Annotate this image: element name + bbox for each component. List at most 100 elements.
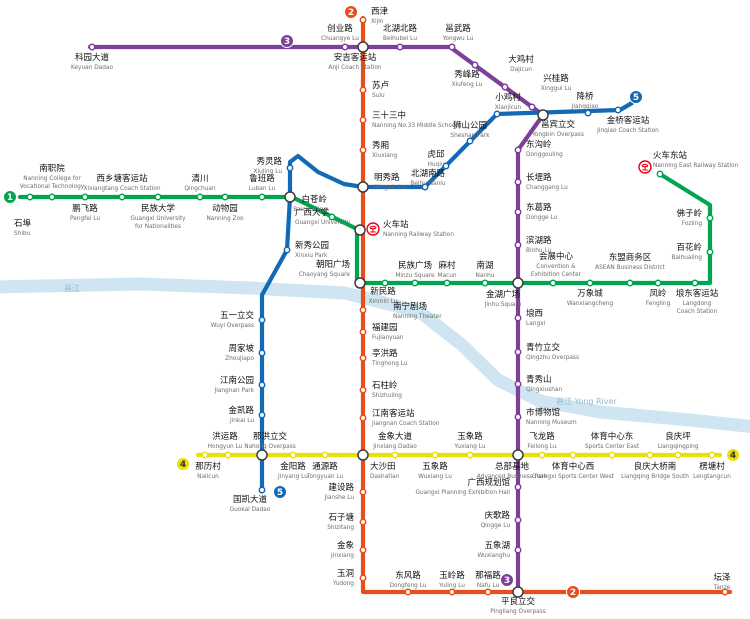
station-dot [359,546,367,554]
station-label-en: Chaoyang Square [299,272,351,278]
station-label-zh: 万象城 [577,288,603,299]
station-dot [608,451,616,459]
station-label-en: Guangxi University [130,216,186,222]
station-label-zh: 白苍岭 [301,194,327,205]
station-label-zh: 金凯路 [228,405,254,416]
station-label-zh: 大沙田 [370,461,396,472]
station-label-zh: 五一立交 [220,310,255,321]
svg-text:5: 5 [633,93,639,103]
station-label-zh: 玉洞 [337,568,354,579]
station-label-zh: 石柱岭 [372,380,398,391]
station-label-zh: 科园大道 [75,52,110,63]
station-dot [569,451,577,459]
station-label-zh: 滨湖路 [526,235,552,246]
station-dot [466,137,474,145]
station-label-en: Sheshan Park [450,133,490,139]
station-dot [258,381,266,389]
station-label-en: Chuangye Lu [321,36,359,42]
station-label-zh: 金桥客运站 [607,115,650,126]
station-label-zh: 江南公园 [220,375,254,386]
station-label-en: Keyuan Dadao [71,65,114,71]
station-label-zh: 秀灵路 [256,156,282,167]
station-label-en: Guangxi University [295,220,351,226]
yong-river [0,277,750,433]
station-label-zh: 亭洪路 [372,348,398,359]
station-dot [289,451,297,459]
station-label-en: Jiangqiao [571,104,599,110]
station-label-en: Yongwu Lu [442,36,474,42]
station-label-zh: 朝阳广场 [316,259,350,270]
station-label-en: Xiufeng Lu [452,82,483,88]
station-label-en: Nafu Lu [477,583,500,589]
station-dot [258,316,266,324]
station-label-zh: 那福路 [475,570,501,581]
station-dot [154,193,162,201]
station-dot [118,193,126,201]
station-label-zh: 西乡塘客运站 [96,173,148,184]
station-label-en: Jinyang Lu [277,474,308,480]
station-label-zh: 安吉客运站 [334,52,377,63]
station-label-zh: 凤岭 [649,288,667,299]
station-dot [501,83,509,91]
station-label-en: Tanze [713,585,731,591]
station-label-en: Yuxiang Lu [453,444,485,450]
transfer-station-dot [256,449,268,461]
station-label-en: Mingxiu Lu [374,185,406,191]
station-dot [286,164,294,172]
line-badge-5: 5 [273,485,287,499]
line-badge-3: 3 [500,573,514,587]
station-label-zh: 金阳路 [280,461,306,472]
station-dot [514,546,522,554]
station-dot [359,574,367,582]
station-label-en: Guangxi Sports Center West [532,474,615,480]
svg-text:5: 5 [277,488,283,498]
station-label-zh: 南职院 [39,163,65,174]
station-dot [528,103,536,111]
river-label: 邕江 Yong River [556,396,617,406]
station-label-en: Pengfei Lu [70,216,100,222]
svg-text:3: 3 [504,576,510,586]
station-label-en: Fujianyuan [372,335,404,341]
station-dot [391,451,399,459]
station-label-en: Wuxianghu [478,553,511,559]
station-label-zh: 五象湖 [484,540,510,551]
station-label-zh: 火车东站 [653,150,688,161]
transfer-station-dot [357,41,369,53]
station-label-en: Xiuxiang [372,153,398,159]
station-label-en: Yuling Lu [438,583,465,589]
station-dot [646,451,654,459]
station-label-zh: 动物园 [212,203,238,214]
station-dot [708,451,716,459]
station-label-en: Nanning No.33 Middle School [372,123,458,129]
station-dot [586,279,594,287]
station-label-en: Convention & [536,264,576,270]
station-dot [328,213,336,221]
station-label-en: Wuyi Overpass [211,323,254,329]
station-label-en: ASEAN Business District [595,265,665,271]
station-label-en: Sulu [372,93,385,99]
station-label-en: Jianshe Lu [324,495,355,501]
transfer-station-dot [284,191,296,203]
station-dot [448,588,456,596]
station-dot [514,483,522,491]
station-label-zh: 鲁班路 [249,173,275,184]
station-label-en: Dongge Lu [526,215,558,221]
station-label-zh: 良庆大桥南 [634,461,677,472]
svg-text:2: 2 [348,8,354,18]
station-label-zh: 飞龙路 [529,431,555,442]
station-label-zh: 民族广场 [398,260,432,271]
station-label-en: Dashatian [370,474,400,480]
station-label-zh: 国凯大道 [233,494,268,505]
station-label-zh: 明秀路 [374,172,400,183]
line-badge-2: 2 [566,585,580,599]
station-label-en: Nanning Theater [393,314,442,320]
station-label-en: Xiaojicun [495,105,522,111]
station-dot [493,110,501,118]
station-label-en: Qingxiushan [526,387,562,393]
station-label-zh: 玉岭路 [439,570,465,581]
station-label-en: Nanning Railway Station [383,232,454,238]
station-dot [514,380,522,388]
station-dot [514,241,522,249]
station-dot [359,86,367,94]
transfer-station-dot [512,586,524,598]
